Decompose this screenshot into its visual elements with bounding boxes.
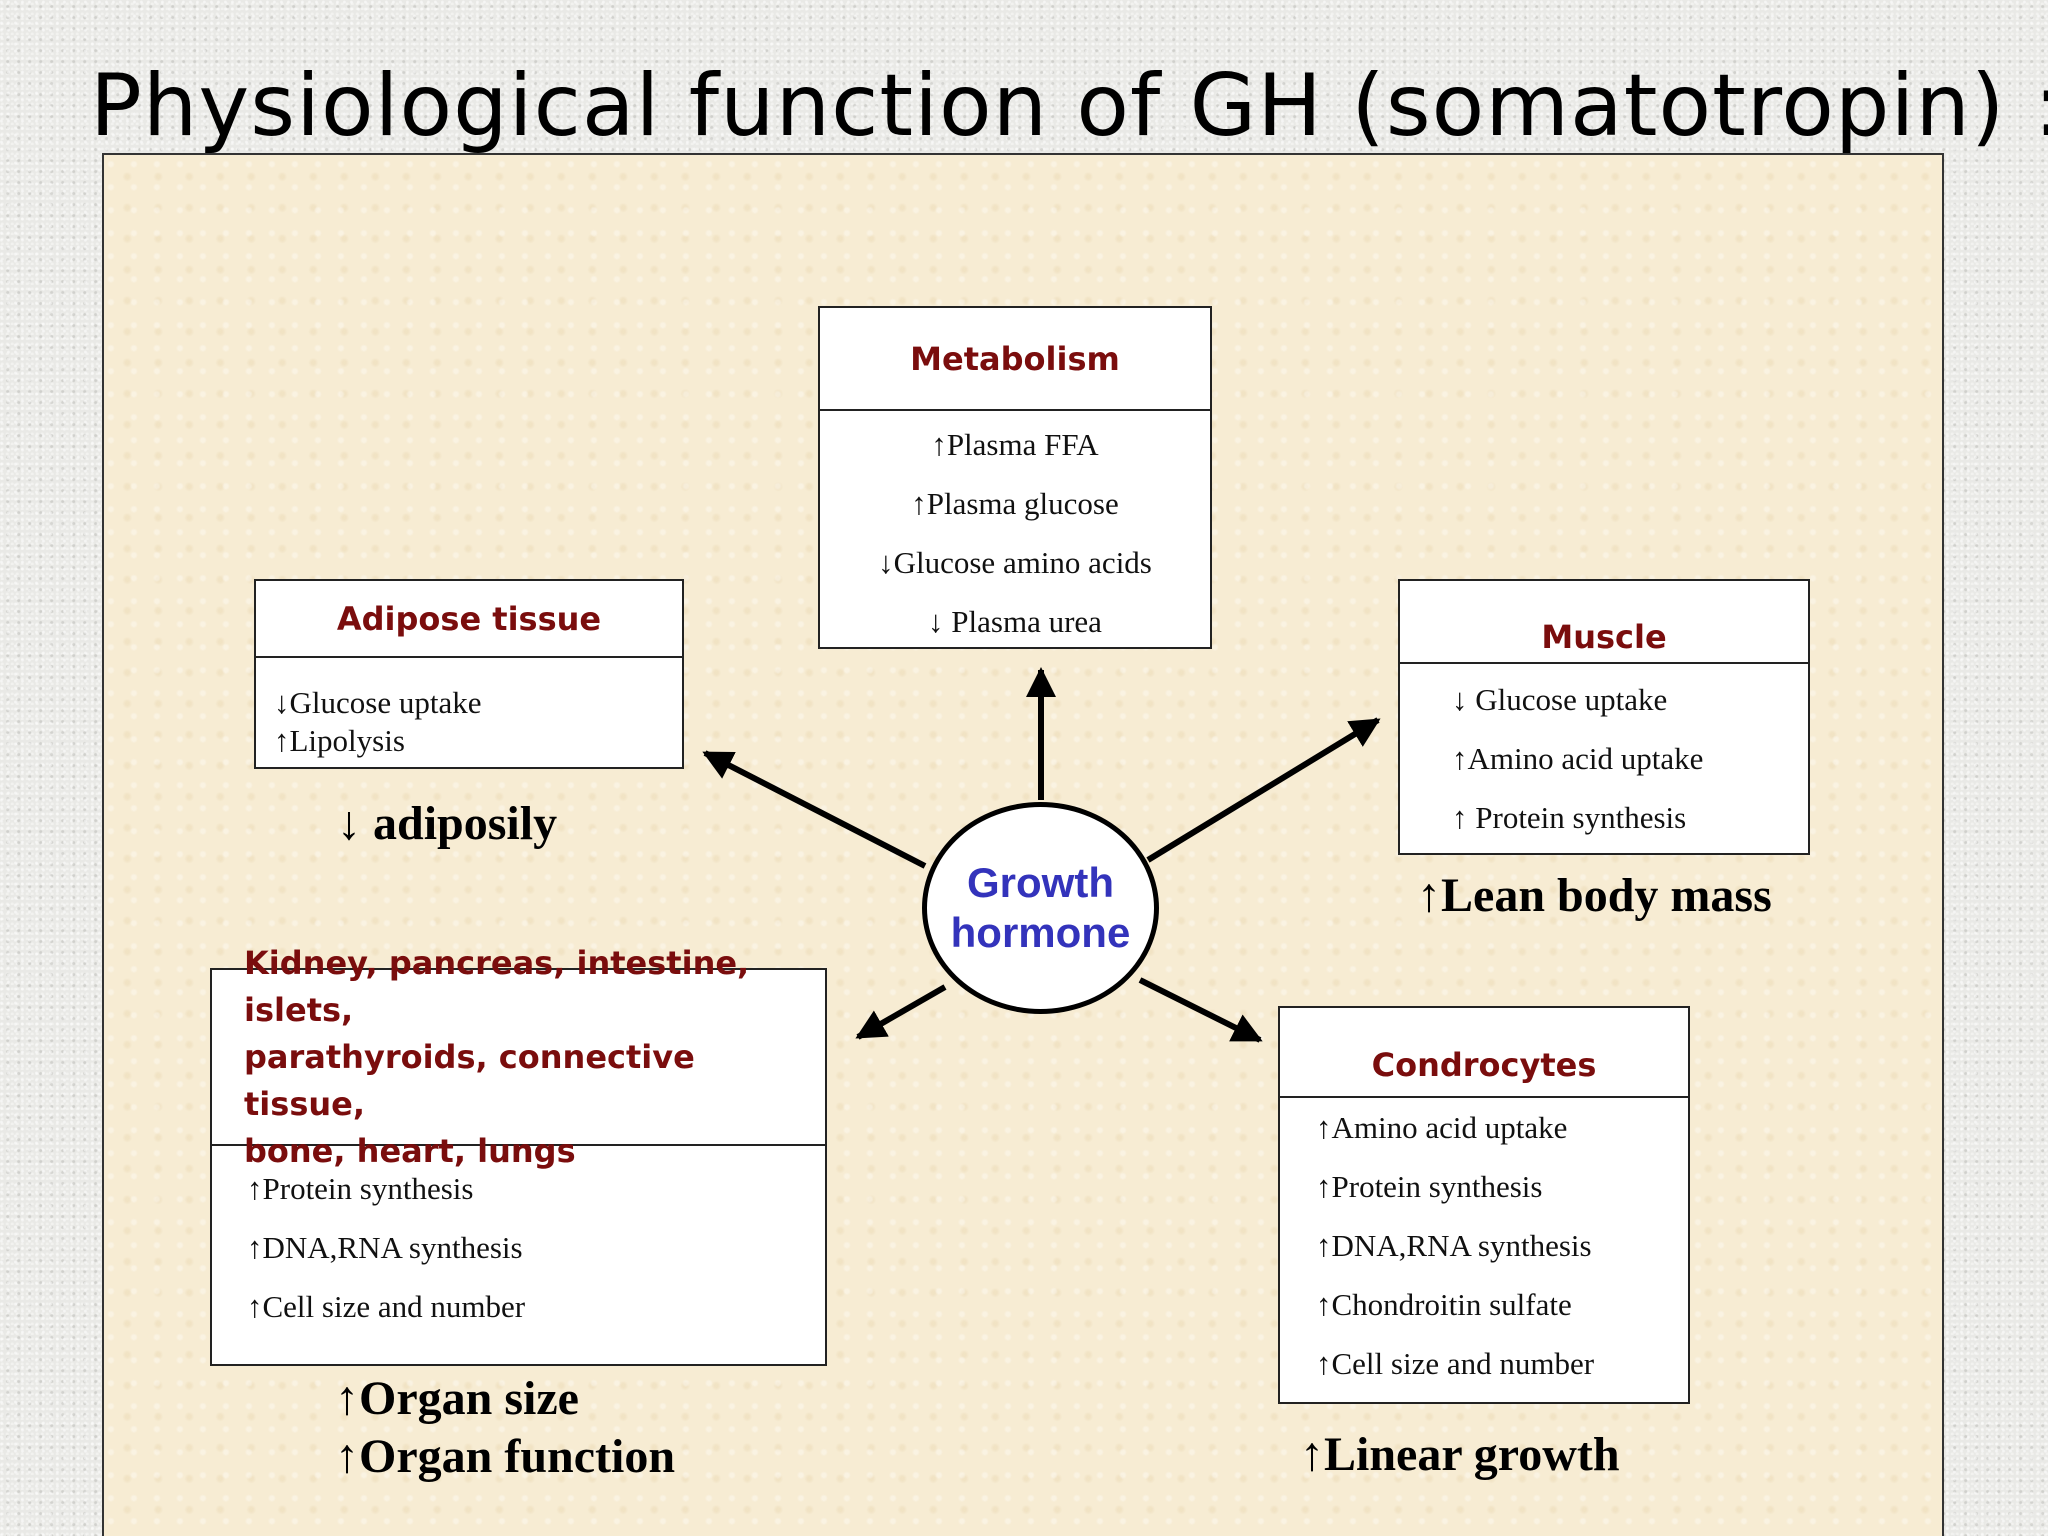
organs-items: ↑Protein synthesis ↑DNA,RNA synthesis ↑C… <box>212 1146 825 1336</box>
chondrocytes-item: ↑Amino acid uptake <box>1316 1110 1568 1145</box>
arrow-to-chondrocytes <box>1138 977 1263 1043</box>
adipose-item: ↓Glucose uptake <box>274 685 482 720</box>
adipose-header: Adipose tissue <box>256 581 682 658</box>
metabolism-item: ↑Plasma glucose <box>911 486 1119 521</box>
organs-item: ↑Cell size and number <box>247 1289 526 1324</box>
chondrocytes-item: ↑Chondroitin sulfate <box>1316 1287 1572 1322</box>
metabolism-item: ↑Plasma FFA <box>931 427 1099 462</box>
muscle-outcome: ↑Lean body mass <box>1417 869 1772 922</box>
chondrocytes-item: ↑Protein synthesis <box>1316 1169 1543 1204</box>
adipose-outcome: ↓ adiposily <box>337 797 558 850</box>
metabolism-items: ↑Plasma FFA ↑Plasma glucose ↓Glucose ami… <box>820 411 1210 651</box>
slide-title: Physiological function of GH (somatotrop… <box>90 56 2048 156</box>
metabolism-item: ↓ Plasma urea <box>928 604 1102 639</box>
organs-outcome: ↑Organ size ↑Organ function <box>335 1370 675 1486</box>
arrow-to-muscle <box>1146 717 1381 863</box>
growth-hormone-node: Growth hormone <box>922 802 1159 1014</box>
organs-box: Kidney, pancreas, intestine, islets, par… <box>210 944 827 1366</box>
muscle-item: ↓ Glucose uptake <box>1452 682 1668 717</box>
muscle-box: Muscle ↓ Glucose uptake ↑Amino acid upta… <box>1398 579 1810 855</box>
arrow-to-organs <box>855 984 947 1040</box>
adipose-item: ↑Lipolysis <box>274 723 405 758</box>
muscle-items: ↓ Glucose uptake ↑Amino acid uptake ↑ Pr… <box>1400 664 1808 847</box>
adipose-items: ↓Glucose uptake ↑Lipolysis <box>256 658 682 760</box>
adipose-box: Adipose tissue ↓Glucose uptake ↑Lipolysi… <box>254 579 684 769</box>
organs-item: ↑DNA,RNA synthesis <box>247 1230 523 1265</box>
metabolism-item: ↓Glucose amino acids <box>878 545 1152 580</box>
organs-item: ↑Protein synthesis <box>247 1171 474 1206</box>
organs-header-line: Kidney, pancreas, intestine, islets, <box>244 943 750 1029</box>
organs-header-line: parathyroids, connective tissue, <box>244 1037 695 1123</box>
chondrocytes-item: ↑DNA,RNA synthesis <box>1316 1228 1592 1263</box>
chondrocytes-items: ↑Amino acid uptake ↑Protein synthesis ↑D… <box>1280 1098 1688 1393</box>
arrow-to-adipose <box>702 750 927 869</box>
metabolism-box: Metabolism ↑Plasma FFA ↑Plasma glucose ↓… <box>818 306 1212 649</box>
growth-hormone-line1: Growth <box>967 859 1114 906</box>
chondrocytes-header: Condrocytes <box>1280 1008 1688 1098</box>
chondrocytes-outcome: ↑Linear growth <box>1300 1428 1620 1481</box>
muscle-item: ↑ Protein synthesis <box>1452 800 1687 835</box>
growth-hormone-line2: hormone <box>950 909 1131 956</box>
muscle-item: ↑Amino acid uptake <box>1452 741 1704 776</box>
organs-outcome-line: ↑Organ function <box>335 1430 676 1483</box>
organs-outcome-line: ↑Organ size <box>335 1372 579 1425</box>
metabolism-header: Metabolism <box>820 308 1210 411</box>
organs-header-line: bone, heart, lungs <box>244 1131 576 1170</box>
muscle-header: Muscle <box>1400 581 1808 664</box>
chondrocytes-box: Condrocytes ↑Amino acid uptake ↑Protein … <box>1278 1006 1690 1404</box>
chondrocytes-item: ↑Cell size and number <box>1316 1346 1595 1381</box>
organs-header: Kidney, pancreas, intestine, islets, par… <box>212 944 825 1170</box>
